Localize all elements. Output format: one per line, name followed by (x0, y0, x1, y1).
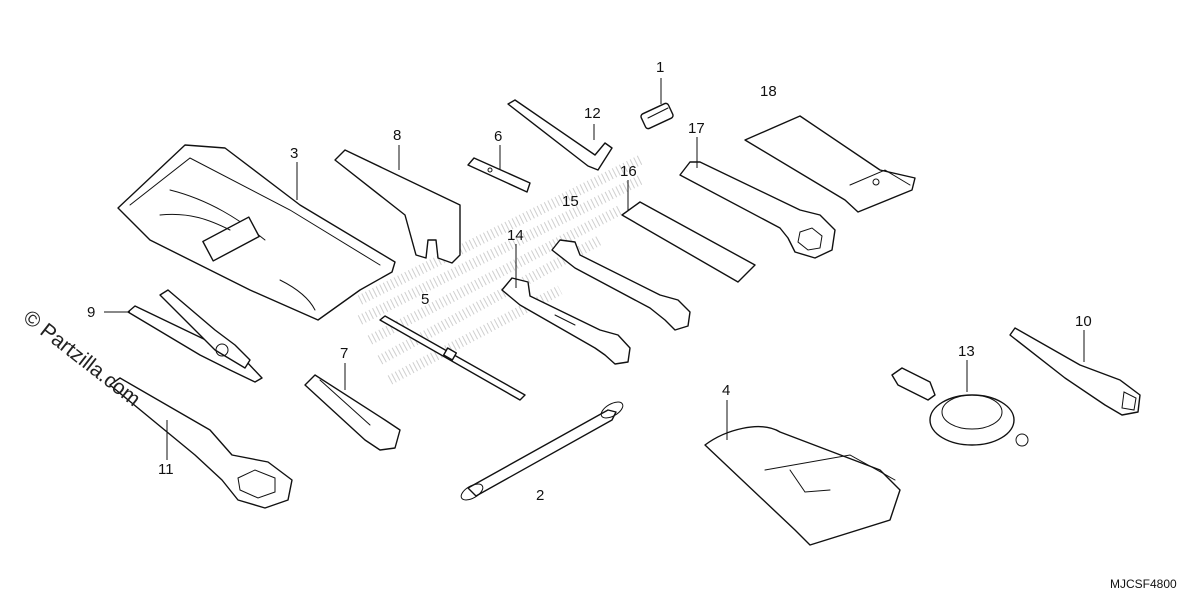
callout-18: 18 (760, 83, 777, 100)
diagram-reference-code: MJCSF4800 (1110, 577, 1177, 591)
part-16-flat-strip[interactable] (621, 201, 756, 283)
callout-9: 9 (87, 304, 95, 321)
callout-7: 7 (340, 345, 348, 362)
callout-numbers: 1 2 3 4 5 6 7 8 9 10 11 12 13 14 15 16 1… (87, 59, 1092, 504)
part-9-pliers[interactable] (127, 289, 263, 383)
part-6-small-bar[interactable] (467, 157, 531, 193)
part-4-tool-bag[interactable] (704, 425, 901, 546)
part-5-screwdriver-shaft[interactable] (379, 315, 526, 401)
callout-12: 12 (584, 105, 601, 122)
callout-4: 4 (722, 382, 730, 399)
callout-14: 14 (507, 227, 524, 244)
part-8-spanner-plate[interactable] (334, 149, 461, 264)
part-1-fuse-clip[interactable] (640, 102, 674, 130)
part-13-spoke-tool[interactable] (891, 367, 1029, 447)
part-15-open-wrench[interactable] (551, 239, 691, 331)
callout-10: 10 (1075, 313, 1092, 330)
callout-8: 8 (393, 127, 401, 144)
callout-16: 16 (620, 163, 637, 180)
callout-1: 1 (656, 59, 664, 76)
part-17-box-wrench[interactable] (679, 161, 836, 259)
part-12-hex-key[interactable] (507, 99, 613, 171)
callout-3: 3 (290, 145, 298, 162)
leader-lines (104, 78, 1085, 460)
part-2-wire-strap[interactable] (459, 399, 626, 503)
callout-17: 17 (688, 120, 705, 137)
callout-13: 13 (958, 343, 975, 360)
part-3-tool-roll-bag[interactable] (117, 144, 396, 321)
partzilla-watermark: © Partzilla.com (19, 306, 145, 411)
callout-2: 2 (536, 487, 544, 504)
callout-15: 15 (562, 193, 579, 210)
part-18-document-pouch[interactable] (744, 115, 916, 213)
part-10-socket-wrench[interactable] (1009, 327, 1141, 416)
part-7-screwdriver-handle[interactable] (304, 374, 401, 451)
callout-5: 5 (421, 291, 429, 308)
part-11-ring-wrench[interactable] (109, 377, 293, 509)
part-14-open-wrench[interactable] (501, 277, 631, 365)
callout-11: 11 (158, 461, 174, 478)
callout-6: 6 (494, 128, 502, 145)
